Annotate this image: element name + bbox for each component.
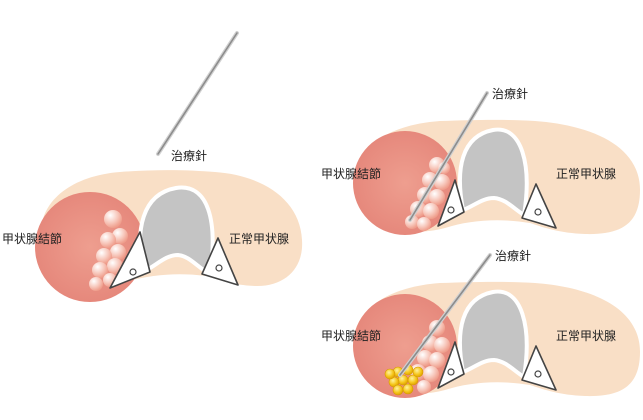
normal-label: 正常甲状腺 — [556, 329, 616, 343]
right-artery — [521, 183, 557, 229]
nodule-label: 甲状腺結節 — [321, 328, 381, 343]
bubble — [417, 380, 431, 394]
left-artery — [437, 179, 465, 227]
needle-label: 治療針 — [171, 148, 207, 163]
ablation-cell — [407, 374, 419, 386]
left-artery — [109, 231, 151, 289]
bubble — [96, 248, 112, 264]
ablation-zone — [384, 364, 424, 396]
needle — [408, 91, 489, 222]
nodule-label: 甲状腺結節 — [2, 231, 62, 246]
bubble — [423, 203, 439, 219]
left-artery — [437, 341, 465, 389]
panel-ablation: 治療針 甲状腺結節 正常甲状腺 — [321, 248, 640, 398]
nodule-label: 甲状腺結節 — [321, 166, 381, 181]
needle-label: 治療針 — [495, 248, 531, 263]
trachea — [457, 127, 529, 219]
needle — [156, 31, 239, 156]
bubble — [429, 189, 445, 205]
bubble — [423, 366, 439, 382]
bubble — [104, 210, 122, 228]
bubble — [417, 217, 431, 231]
bubble — [89, 277, 103, 291]
ablation-cell — [384, 368, 396, 380]
bubble — [429, 352, 445, 368]
bubble — [100, 232, 116, 248]
needle — [398, 253, 492, 377]
bubble — [405, 215, 419, 229]
right-artery — [201, 237, 239, 286]
bubble — [417, 350, 433, 366]
ablation-cell — [412, 366, 424, 378]
bubble — [110, 244, 126, 260]
ablation-cell — [402, 383, 414, 395]
trachea — [457, 289, 529, 381]
bubble — [92, 262, 108, 278]
normal-label: 正常甲状腺 — [556, 167, 616, 181]
right-artery — [521, 345, 557, 391]
bubbles — [89, 210, 128, 291]
panel-inserted: 治療針 甲状腺結節 正常甲状腺 — [321, 86, 640, 235]
trachea — [138, 185, 215, 278]
needle-label: 治療針 — [492, 86, 528, 101]
ablation-cell — [392, 384, 404, 396]
bubble — [434, 174, 450, 190]
panel-before: 治療針 甲状腺結節 正常甲状腺 — [2, 31, 303, 302]
normal-label: 正常甲状腺 — [229, 232, 289, 246]
bubble — [434, 337, 450, 353]
